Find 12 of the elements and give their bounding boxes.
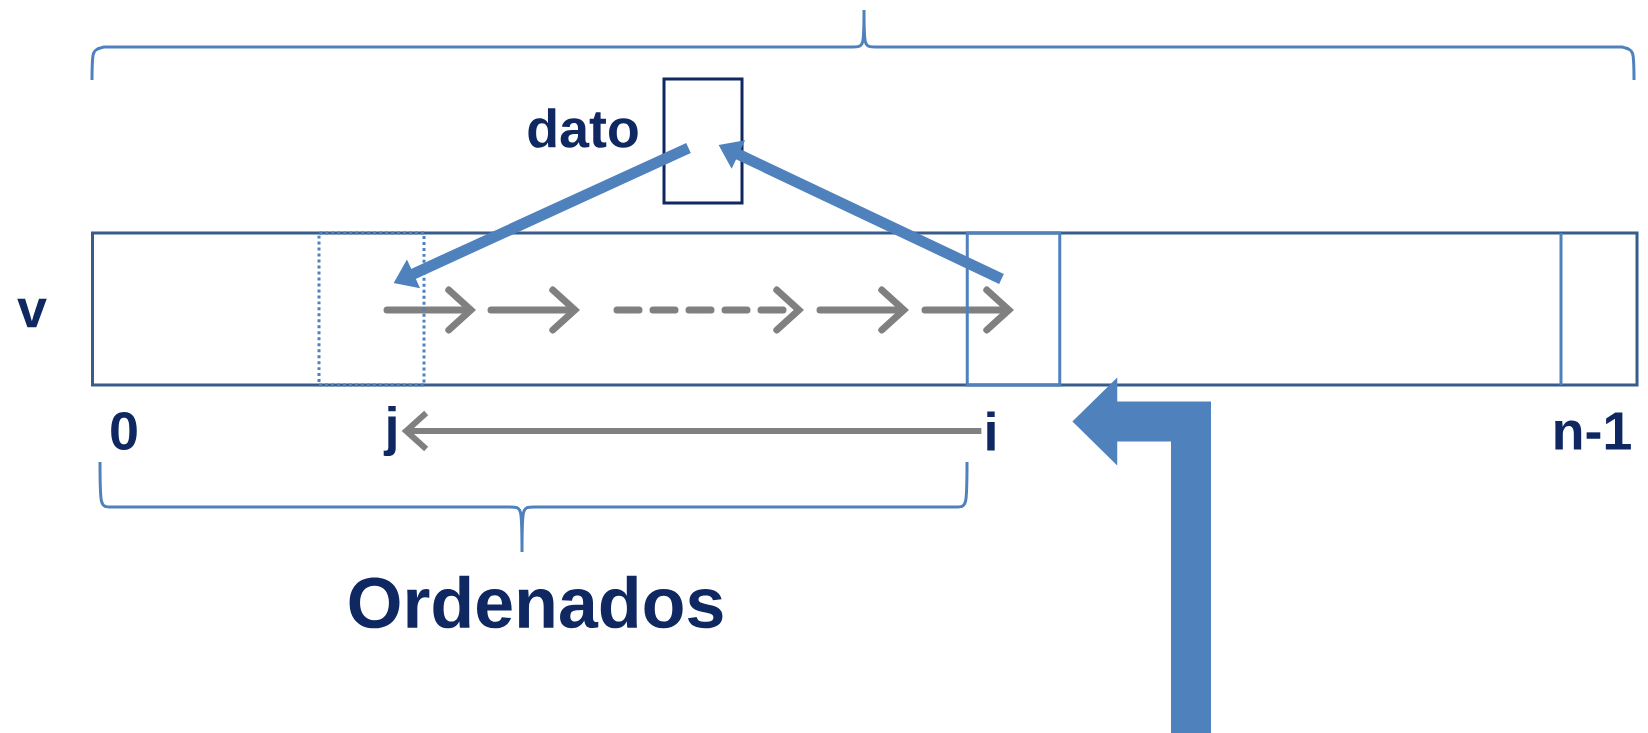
array-box	[91, 231, 1639, 387]
variable-label: v	[17, 298, 47, 328]
index-label: j	[383, 405, 396, 457]
variable-label: dato	[528, 108, 638, 148]
index-label: 0	[111, 411, 137, 451]
data-box	[662, 77, 744, 205]
brace-label: Ordenados	[349, 575, 723, 629]
arrow	[401, 410, 982, 452]
array-cell	[317, 231, 426, 387]
array-cell	[965, 231, 1062, 387]
index-label: i	[987, 411, 995, 451]
index-label: n-1	[1555, 412, 1631, 450]
